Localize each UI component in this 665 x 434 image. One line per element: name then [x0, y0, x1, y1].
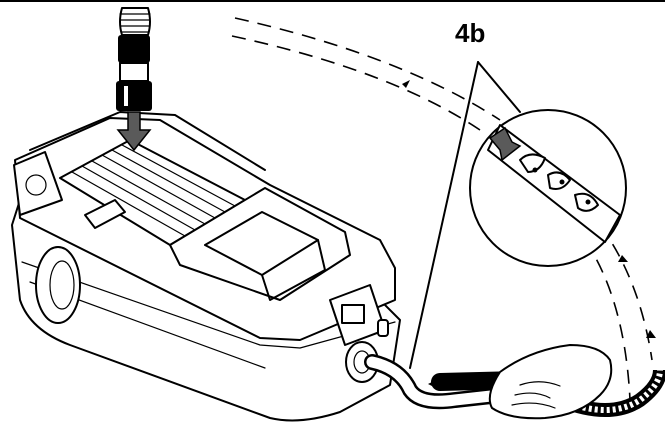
side-panel	[13, 151, 63, 216]
suction-arrow-icon	[428, 378, 440, 390]
magnified-flow-arrow-icon	[488, 126, 522, 162]
flow-arrow-icon-2	[618, 255, 628, 262]
callout-label: 4b	[455, 18, 485, 48]
callout: 4b	[409, 18, 521, 369]
airflow-path	[231, 17, 656, 401]
flow-arrow-icon	[402, 80, 410, 88]
vacuum-body	[11, 111, 401, 422]
accessory-knob	[25, 174, 47, 196]
flow-arrow-icon-3	[646, 330, 656, 338]
dirt-particles	[519, 153, 599, 212]
hose-connector-top	[116, 7, 152, 152]
hand	[488, 344, 613, 420]
magnifier-circle	[469, 109, 627, 267]
insert-arrow-icon	[116, 111, 152, 152]
power-switch	[377, 319, 389, 337]
indicator-window	[341, 304, 365, 324]
carry-handle	[84, 199, 126, 229]
